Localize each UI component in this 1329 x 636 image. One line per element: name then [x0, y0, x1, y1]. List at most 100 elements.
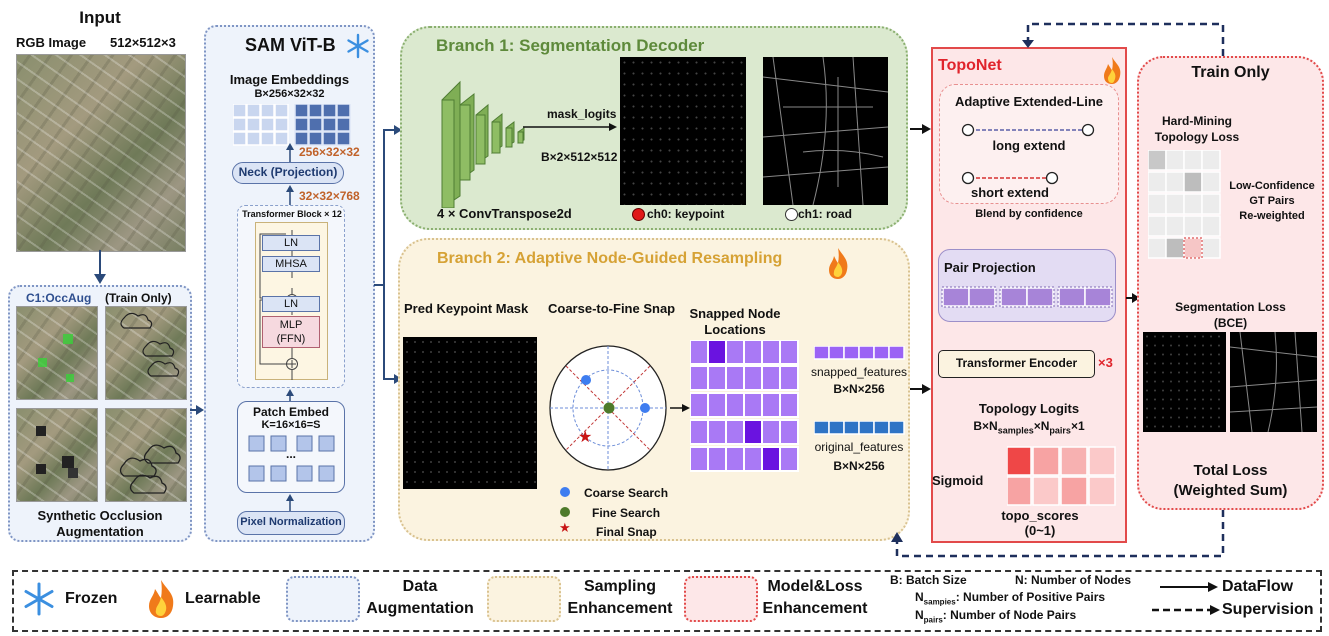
legend-n-pairs-prefix: N: [915, 608, 924, 622]
legend-supervision-arrow: [1152, 605, 1220, 615]
neck-out-dims: 256×32×32: [299, 145, 360, 159]
sigmoid-label: Sigmoid: [932, 473, 984, 488]
legend-sampling-2: Enhancement: [567, 600, 673, 617]
input-title: Input: [79, 8, 121, 27]
original-dims: B×N×256: [833, 459, 885, 473]
blend-label: Blend by confidence: [975, 208, 1083, 220]
legend-n-pairs-sub: pairs: [923, 615, 943, 625]
topology-logits-dims: B×Nsamples×Npairs×1: [931, 419, 1127, 435]
legend-sampling-1: Sampling: [583, 578, 656, 595]
pair-projection-blocks: [941, 286, 1113, 308]
pred-keypoint-image: [403, 337, 537, 489]
seg-loss-label: Segmentation Loss: [1175, 300, 1286, 314]
legend-supervision: Supervision: [1222, 601, 1314, 618]
logits-dims-b: B×N: [973, 419, 998, 433]
mlp-label: MLP: [279, 319, 303, 331]
ln-bottom-label: LN: [283, 298, 299, 310]
legend-snowflake-icon: [24, 582, 54, 616]
mlp-box: MLP (FFN): [262, 316, 320, 348]
ln-top-label: LN: [283, 237, 299, 249]
rgb-image-label: RGB Image: [16, 35, 87, 50]
ch0-label: ch0: keypoint: [647, 207, 725, 221]
legend-dataflow: DataFlow: [1222, 578, 1294, 595]
legend-dataflow-arrow: [1160, 582, 1218, 592]
seg-loss-image-left: [1143, 332, 1226, 432]
legend-data-aug-1: Data: [402, 578, 438, 595]
logits-sub-samples: samples: [997, 425, 1034, 436]
embeddings-dims: B×256×32×32: [254, 88, 325, 100]
legend-num-nodes: N: Number of Nodes: [1015, 573, 1132, 587]
mask-logits-arrow: [523, 123, 617, 131]
legend-fine-dot: [560, 507, 570, 517]
snapped-features-label: snapped_features: [810, 365, 908, 379]
train-panel: [1137, 56, 1324, 510]
original-feature-bar: [814, 421, 905, 435]
legend-batch-size: B: Batch Size: [890, 573, 967, 587]
legend-model-loss-2: Enhancement: [762, 600, 868, 617]
rgb-input-image: [16, 54, 186, 252]
ael-title: Adaptive Extended-Line: [954, 94, 1104, 109]
legend-n-samples-text: : Number of Positive Pairs: [955, 590, 1106, 604]
legend-frozen: Frozen: [65, 590, 118, 607]
occaug-sample-2: [105, 306, 187, 400]
legend-model-loss-1: Model&Loss: [767, 578, 863, 595]
snowflake-icon: [347, 33, 369, 59]
occaug-sample-3: [16, 408, 98, 502]
legend-coarse: Coarse Search: [584, 486, 669, 500]
road-lines: [763, 57, 888, 205]
convtranspose-label: 4 × ConvTranspose2d: [437, 206, 572, 221]
mask-dims: B×2×512×512: [541, 150, 618, 164]
pair-projection-box: [938, 249, 1116, 322]
seg-loss-road-lines: [1230, 332, 1317, 432]
snapped-node-grid: [690, 340, 799, 472]
legend-n-pairs-text: : Number of Node Pairs: [942, 608, 1077, 622]
occlusion-overlay: [36, 312, 181, 494]
legend-swatch-blue: [286, 576, 360, 622]
legend-n-samples-sub: sampies: [923, 597, 956, 607]
transformer-encoder-label: Transformer Encoder: [955, 356, 1078, 370]
branch1-to-toponet-arrow: [910, 124, 931, 134]
input-arrow: [94, 250, 106, 284]
transformer-label: Transformer Block × 12: [242, 209, 342, 219]
supervision-dashed-lines: [891, 22, 1225, 558]
snap-diagram: ★: [549, 345, 667, 471]
legend-coarse-dot: [560, 487, 570, 497]
mhsa-box: MHSA: [262, 256, 320, 272]
ffn-label: (FFN): [276, 333, 306, 345]
pixel-norm-box: Pixel Normalization: [237, 511, 345, 535]
occaug-train-only: (Train Only): [105, 291, 172, 305]
toponet-title: TopoNet: [938, 57, 1002, 74]
transformer-up-arrow: [286, 185, 294, 206]
neck-box: Neck (Projection): [232, 162, 344, 184]
occaug-to-sam-arrow: [190, 405, 204, 415]
ch1-label: ch1: road: [798, 207, 853, 221]
legend-final: Final Snap: [596, 525, 657, 539]
branch1-title: Branch 1: Segmentation Decoder: [436, 36, 705, 55]
keypoint-mask-image: [620, 57, 746, 205]
legend-swatch-yellow: [487, 576, 561, 622]
topology-logits-label: Topology Logits: [978, 401, 1080, 416]
low-conf-1: Low-Confidence: [1229, 180, 1315, 192]
hard-mining-2: Topology Loss: [1154, 130, 1240, 144]
pred-mask-label: Pred Keypoint Mask: [404, 301, 529, 316]
embedding-grids: [233, 104, 351, 146]
hard-mining-grid: [1148, 150, 1221, 259]
neck-in-dims: 32×32×768: [299, 189, 360, 203]
topo-scores-label: topo_scores: [1001, 508, 1079, 523]
ch1-white-dot: [785, 208, 798, 221]
snap-to-grid-arrow: [670, 404, 690, 412]
sam-to-branches-arrows: [374, 125, 402, 384]
occaug-sample-4: [105, 408, 187, 502]
legend-panel: [12, 570, 1322, 632]
legend-n-samples-prefix: N: [915, 590, 924, 604]
snapped-dims: B×N×256: [833, 382, 885, 396]
logits-dims-mid: ×N: [1033, 419, 1050, 433]
occaug-caption-2: Augmentation: [56, 524, 144, 539]
mask-logits-label: mask_logits: [547, 107, 617, 121]
total-loss-label: Total Loss: [1193, 462, 1268, 479]
snapped-title-1: Snapped Node: [689, 306, 781, 321]
legend-learnable: Learnable: [185, 590, 261, 607]
pair-projection-label: Pair Projection: [944, 260, 1036, 275]
bce-label: (BCE): [1213, 316, 1248, 330]
train-title: Train Only: [1191, 64, 1270, 81]
